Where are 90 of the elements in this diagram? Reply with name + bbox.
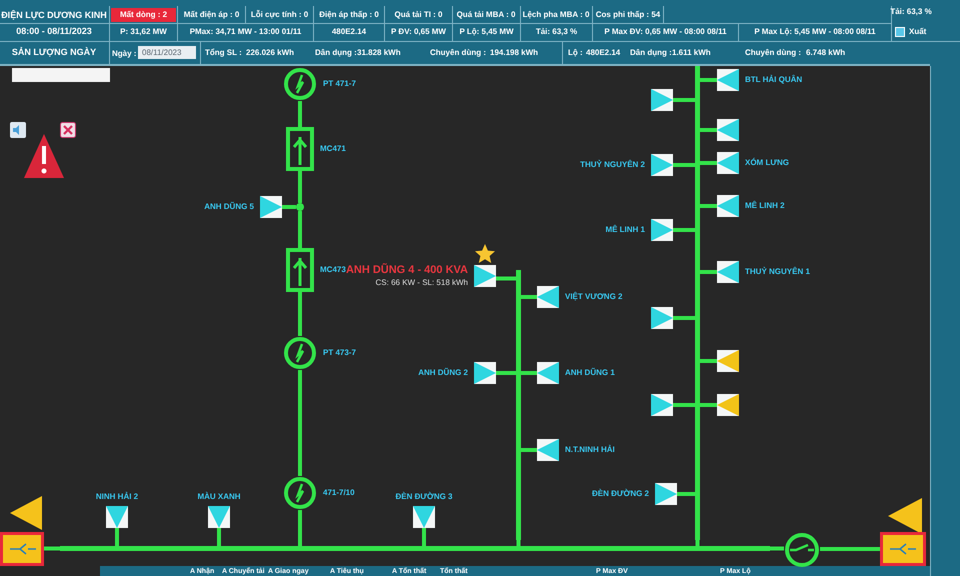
power-line bbox=[496, 276, 516, 280]
station-label: ĐÈN ĐƯỜNG 3 bbox=[395, 492, 453, 502]
status-text: Điện áp thấp : 0 bbox=[318, 9, 380, 21]
value-text: 226.026 kWh bbox=[246, 47, 294, 59]
station-label: 471-7/10 bbox=[323, 488, 355, 498]
status-text: Lệch pha MBA : 0 bbox=[522, 9, 590, 21]
power-line bbox=[44, 546, 60, 550]
power-line bbox=[700, 128, 717, 132]
field-label: Chuyên dùng : bbox=[745, 47, 801, 59]
status-text: Tải: 63,3 % bbox=[893, 6, 929, 18]
station-label: ANH DŨNG 5 bbox=[204, 202, 254, 212]
alarm-status: Mất dòng : 2 bbox=[111, 8, 176, 22]
power-line bbox=[282, 205, 296, 209]
field-label: Lộ : bbox=[568, 47, 583, 59]
station-label: THUỶ NGUYÊN 1 bbox=[745, 267, 810, 277]
power-line bbox=[770, 546, 784, 550]
status-text: Quá tải MBA : 0 bbox=[456, 9, 516, 21]
power-line bbox=[820, 547, 880, 551]
power-line bbox=[700, 161, 717, 165]
power-line bbox=[673, 316, 695, 320]
value-text: 31.828 kWh bbox=[357, 47, 401, 59]
status-text: Quá tải TI : 0 bbox=[393, 9, 444, 21]
alert-station-label: ANH DŨNG 4 - 400 KVA bbox=[346, 264, 468, 278]
status-text: P Max Lộ: 5,45 MW - 08:00 08/11 bbox=[753, 26, 877, 38]
power-line bbox=[700, 270, 717, 274]
power-line bbox=[521, 448, 537, 452]
station-label: VIỆT VƯƠNG 2 bbox=[565, 292, 622, 302]
station-label: ANH DŨNG 2 bbox=[418, 368, 468, 378]
value-text: 1.611 kWh bbox=[672, 47, 711, 59]
station-label: THUỶ NGUYÊN 2 bbox=[580, 160, 645, 170]
power-line bbox=[700, 204, 717, 208]
station-label: BTL HẢI QUÂN bbox=[745, 75, 802, 85]
power-line bbox=[700, 403, 717, 407]
power-line bbox=[521, 371, 537, 375]
field-label: Chuyên dùng : bbox=[430, 47, 486, 59]
status-text: SẢN LƯỢNG NGÀY bbox=[10, 46, 98, 60]
power-line bbox=[677, 492, 695, 496]
power-line bbox=[516, 540, 520, 546]
status-text: P ĐV: 0,65 MW bbox=[390, 26, 447, 38]
value-text: 480E2.14 bbox=[586, 47, 620, 59]
station-label: MÊ LINH 1 bbox=[605, 225, 645, 235]
station-stats: CS: 66 KW - SL: 518 kWh bbox=[376, 278, 468, 288]
station-label: PT 473-7 bbox=[323, 348, 356, 358]
station-label: MC471 bbox=[320, 144, 346, 154]
station-label: MÊ LINH 2 bbox=[745, 201, 785, 211]
power-line bbox=[298, 510, 302, 546]
power-line bbox=[673, 228, 695, 232]
status-text: Cos phi thấp : 54 bbox=[594, 9, 662, 21]
power-line bbox=[673, 403, 695, 407]
station-label: NINH HẢI 2 bbox=[96, 492, 138, 502]
station-label: MC473 bbox=[320, 265, 346, 275]
value-text: 194.198 kWh bbox=[490, 47, 538, 59]
power-line bbox=[298, 370, 302, 476]
power-line bbox=[298, 292, 302, 336]
power-line bbox=[217, 528, 221, 546]
status-text: Tải: 63,3 % bbox=[534, 26, 578, 38]
field-label: Tổng SL : bbox=[205, 47, 242, 59]
power-line bbox=[673, 163, 695, 167]
power-line bbox=[422, 528, 426, 546]
power-line bbox=[298, 101, 302, 127]
field-label: Dân dụng : bbox=[630, 47, 672, 59]
power-line bbox=[496, 371, 516, 375]
power-line bbox=[673, 98, 695, 102]
station-label: ANH DŨNG 1 bbox=[565, 368, 615, 378]
power-line bbox=[521, 295, 537, 299]
station-label: ĐÈN ĐƯỜNG 2 bbox=[592, 489, 649, 499]
status-text: 480E2.14 bbox=[330, 26, 368, 38]
status-text: Lỗi cực tính : 0 bbox=[250, 9, 310, 21]
power-line bbox=[700, 359, 717, 363]
power-line bbox=[298, 171, 302, 203]
power-line bbox=[298, 211, 302, 248]
status-text: Mất điện áp : 0 bbox=[182, 9, 240, 21]
status-text: PMax: 34,71 MW - 13:00 01/11 bbox=[188, 26, 302, 38]
station-label: XÓM LƯNG bbox=[745, 158, 789, 168]
power-line bbox=[115, 528, 119, 546]
field-label: Dân dụng : bbox=[315, 47, 357, 59]
power-line bbox=[696, 540, 700, 546]
status-text: ĐIỆN LỰC DƯƠNG KINH bbox=[0, 9, 108, 22]
status-text: P Max ĐV: 0,65 MW - 08:00 08/11 bbox=[603, 26, 728, 38]
export-button: Xuất bbox=[895, 24, 929, 40]
station-label: MÀU XANH bbox=[197, 492, 241, 502]
status-text: P: 31,62 MW bbox=[119, 26, 168, 38]
date-field: 08/11/2023 bbox=[138, 46, 196, 59]
station-label: PT 471-7 bbox=[323, 79, 356, 89]
status-text: 08:00 - 08/11/2023 bbox=[15, 25, 93, 38]
power-line bbox=[700, 78, 717, 82]
station-label: N.T.NINH HẢI bbox=[565, 445, 615, 455]
field-label: Ngày : bbox=[112, 48, 136, 60]
status-text: P Lộ: 5,45 MW bbox=[458, 26, 515, 38]
value-text: 6.748 kWh bbox=[806, 47, 846, 59]
